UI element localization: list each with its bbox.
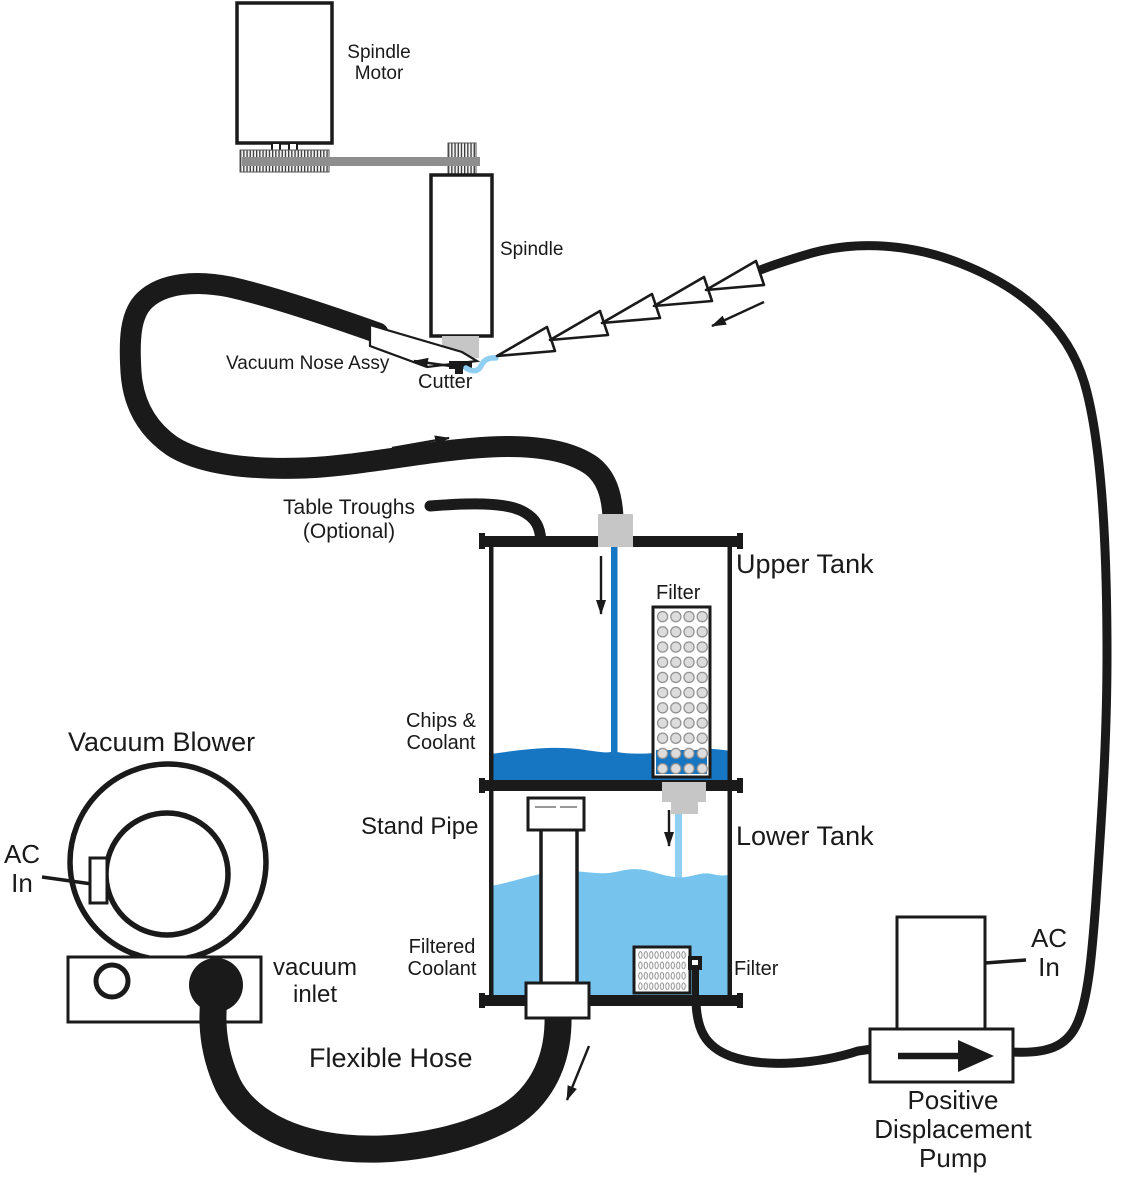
upper-tank-label: Upper Tank [736, 549, 874, 579]
table-troughs-label: Table Troughs (Optional) [283, 496, 415, 543]
drive-belt [242, 157, 480, 166]
table-trough-hose [424, 498, 547, 547]
filter-lower-label: Filter [734, 958, 779, 980]
filter-upper-label: Filter [656, 582, 701, 604]
vacuum-nose-assy-label: Vacuum Nose Assy [226, 353, 390, 374]
flexible-hose-label: Flexible Hose [309, 1043, 473, 1073]
cutter-label: Cutter [418, 371, 473, 393]
filtered-coolant-label: Filtered Coolant [407, 936, 477, 981]
lower-tank-bottom-rim [483, 995, 739, 1006]
upper-tank-filter [651, 605, 712, 779]
tank-right-wall [727, 546, 732, 998]
tank-divider-rim [483, 780, 739, 791]
ac-in-left-label: AC In [3, 839, 41, 899]
flow-arrow-cutter [413, 357, 459, 369]
pump-motor [895, 915, 987, 1032]
chips-coolant-label: Chips & Coolant [405, 710, 477, 755]
coolant-return-pipe [741, 241, 1112, 1057]
stand-pipe-outlet [524, 981, 591, 1020]
flow-arrow-hose [391, 435, 450, 450]
lower-tank-filter [632, 945, 702, 1008]
positive-displacement-pump [868, 915, 1027, 1084]
spray-cone [495, 325, 557, 358]
positive-displacement-pump-label: Positive Displacement Pump [874, 1085, 1032, 1174]
ac-in-lead-right [984, 958, 1027, 965]
stand-pipe [526, 796, 586, 986]
vacuum-inlet-label: vacuum inlet [272, 954, 358, 1008]
blower-inlet-ring [103, 810, 231, 938]
tank-left-wall [489, 546, 494, 998]
stand-pipe-cap [526, 796, 586, 832]
vacuum-inlet-port [189, 958, 243, 1012]
spindle-assembly [235, 1, 499, 374]
upper-tank-stream [611, 547, 618, 754]
stand-pipe-label: Stand Pipe [361, 813, 479, 840]
spindle-box [429, 173, 494, 338]
spray-cone [600, 292, 662, 325]
hose-inlet-fitting [598, 514, 633, 547]
flexible-hose [189, 958, 572, 1163]
spray-cone [652, 275, 714, 308]
lower-tank-label: Lower Tank [736, 821, 874, 851]
pump-flow-arrowhead [958, 1040, 994, 1072]
flow-arrow-flexhose [565, 1045, 591, 1101]
spray-cone [548, 309, 610, 342]
filter-outlet-fitting [662, 782, 706, 814]
spindle-label: Spindle [500, 239, 564, 260]
flow-arrow-spray [711, 300, 765, 328]
coolant-squiggle [463, 355, 499, 374]
vacuum-blower-label: Vacuum Blower [68, 727, 256, 757]
spindle-motor-box [235, 1, 334, 145]
cutter-shape [449, 361, 472, 369]
ac-in-lead-left [41, 875, 93, 886]
lower-tank-stream [675, 810, 682, 882]
blower-base-hole [93, 962, 131, 1000]
ac-in-right-label: AC In [1030, 923, 1068, 983]
cutter-tip [455, 369, 463, 374]
tank-assembly [479, 514, 743, 1020]
pump-inlet-pipe [691, 1001, 873, 1068]
coolant-spray-cones [495, 259, 766, 358]
spindle-motor-label: Spindle Motor [347, 42, 411, 85]
main-vacuum-hose [119, 273, 624, 529]
flow-arrows [391, 300, 765, 1101]
ac-connector [88, 856, 109, 905]
spray-cone [704, 259, 766, 292]
